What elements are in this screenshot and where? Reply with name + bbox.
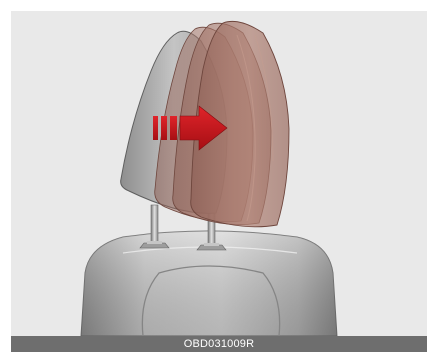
headrest-adjustment-illustration [11,11,427,336]
illustration-panel [11,11,427,336]
caption-bar: OBD031009R [11,336,427,352]
figure-code-label: OBD031009R [184,336,255,352]
